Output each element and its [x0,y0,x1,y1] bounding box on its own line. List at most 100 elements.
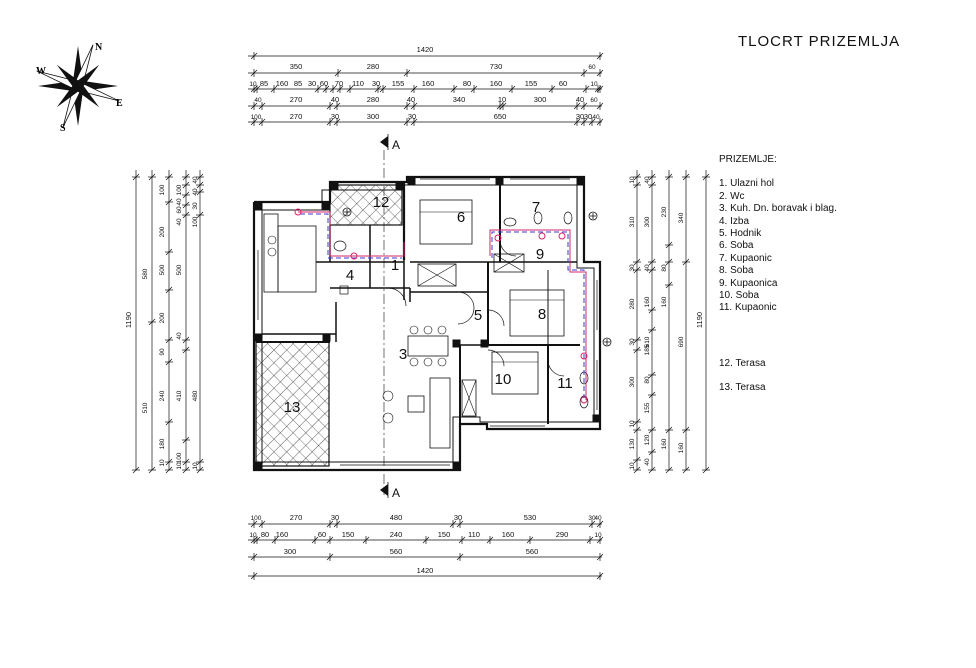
dim-bottom-row2-8: 160 [502,530,515,539]
dim-top-row4-5: 650 [494,112,507,121]
dim-top-row4-3: 300 [367,112,380,121]
dim-bottom-row2-6: 150 [438,530,451,539]
dim-bottom-row1-4: 30 [454,513,462,522]
dim-right-col1-7: 130 [629,438,636,449]
dim-left-col2-0: 100 [159,184,166,195]
dim-bottom-row1-5: 530 [524,513,537,522]
dim-top-row2-9: 155 [392,79,405,88]
dim-top-row3-3: 280 [367,95,380,104]
dim-top-row2-2: 160 [276,79,289,88]
dim-right-col3-1: 80 [661,264,668,272]
dim-top-row2-0: 10 [249,81,257,88]
dim-left-col2-1: 200 [159,226,166,237]
legend-room-7: 7. Kupaonic [719,252,772,264]
legend-room-10: 10. Soba [719,290,760,302]
dim-top-row2-8: 30 [372,79,380,88]
dim-top-row2-10: 160 [422,79,435,88]
dim-bottom-row1-6: 30 [588,515,596,522]
dim-right-col2-0: 40 [644,176,651,184]
dim-left-col3-4: 500 [176,264,183,275]
dim-left-col3-2: 60 [176,206,183,214]
dim-right-col2-9: 40 [644,458,651,466]
dim-right-col2-2: 40 [644,264,651,272]
room-legend: PRIZEMLJE: 1. Ulazni hol 2. Wc 3. Kuh. D… [719,154,837,395]
legend-room-11: 11. Kupaonic [719,302,777,314]
dim-left-col2-6: 180 [159,438,166,449]
section-marker-top: A [380,134,400,152]
room-number-6: 6 [457,209,465,226]
legend-room-5: 5. Hodnik [719,228,762,240]
dim-left-col4-5: 10 [192,462,199,470]
left-dimensions [132,170,204,474]
dim-top-row1-1: 280 [367,62,380,71]
dim-top-row3-8: 40 [576,95,584,104]
legend-heading: PRIZEMLJE: [719,154,777,165]
dim-right-col2-7: 155 [644,402,651,413]
compass-icon: N E S W [36,42,123,134]
dim-left-col3-8: 10 [176,462,183,470]
dim-top-row3-7: 300 [534,95,547,104]
room-number-12: 12 [373,194,390,211]
room-number-10: 10 [495,371,512,388]
dim-top-row3-9: 60 [590,97,598,104]
dim-top-row2-11: 80 [463,79,471,88]
dim-left-col2-2: 500 [159,264,166,275]
building-outline [252,150,602,495]
dim-bottom-row1-7: 40 [594,515,602,522]
dim-top-row3-2: 40 [331,95,339,104]
legend-room-2: 2. Wc [719,190,745,202]
dim-top-row4-6: 30 [576,112,584,121]
dim-bottom-row1-0: 100 [251,515,262,522]
room-number-13: 13 [284,399,301,416]
room-number-8: 8 [538,306,546,323]
dim-top-row2-5: 60 [320,79,328,88]
room-number-7: 7 [532,199,540,216]
section-marker-bottom: A [380,482,400,500]
dim-left-col2-4: 90 [159,348,166,356]
dim-top-row2-13: 155 [525,79,538,88]
dim-bottom-row1-2: 30 [331,513,339,522]
dim-left-col1-1: 510 [142,402,149,413]
dim-right-col1-0: 10 [629,176,636,184]
dim-bottom-row2-3: 60 [318,530,326,539]
legend-room-1: 1. Ulazni hol [719,178,775,190]
legend-terrace-13: 13. Terasa [719,382,766,394]
dim-top-row2-15: 10 [590,81,598,88]
legend-room-8: 8. Soba [719,265,754,277]
room-number-9: 9 [536,246,544,263]
dim-top-row3-4: 40 [407,95,415,104]
dim-bottom-row2-5: 240 [390,530,403,539]
dim-right-col1-8: 10 [629,462,636,470]
room-number-1: 1 [391,257,399,274]
dim-right-col4-1: 690 [678,336,685,347]
dim-left-col3-6: 410 [176,390,183,401]
dim-left-col2-5: 240 [159,390,166,401]
dim-top-row4-1: 270 [290,112,303,121]
dim-left-col3-5: 40 [176,332,183,340]
dim-right-col1-6: 10 [629,420,636,428]
dim-top-row3-1: 270 [290,95,303,104]
dim-left-col1-0: 580 [142,268,149,279]
dim-right-col2-1: 300 [644,216,651,227]
dim-right-col4-2: 160 [678,442,685,453]
dim-right-col3-3: 160 [661,438,668,449]
dim-left-col4-2: 30 [192,202,199,210]
dim-right-total: 1190 [695,312,704,328]
dim-top-row2-3: 85 [294,79,302,88]
dim-right-col2-3: 160 [644,296,651,307]
section-label-top: A [392,138,400,152]
dim-top-row2-1: 85 [260,79,268,88]
dim-left-col3-1: 40 [176,198,183,206]
dim-top-row3-6: 10 [498,95,506,104]
compass-e: E [116,98,123,109]
room-number-3: 3 [399,346,407,363]
dim-bottom-row2-2: 160 [276,530,289,539]
dim-top-row4-2: 30 [331,112,339,121]
right-dimensions [633,170,710,474]
section-label-bottom: A [392,486,400,500]
dim-left-col3-3: 40 [176,218,183,226]
dim-top-row2-6: 70 [335,79,343,88]
dim-right-col2-5: 185 [644,344,651,355]
dim-right-col2-4: 610 [644,336,651,347]
